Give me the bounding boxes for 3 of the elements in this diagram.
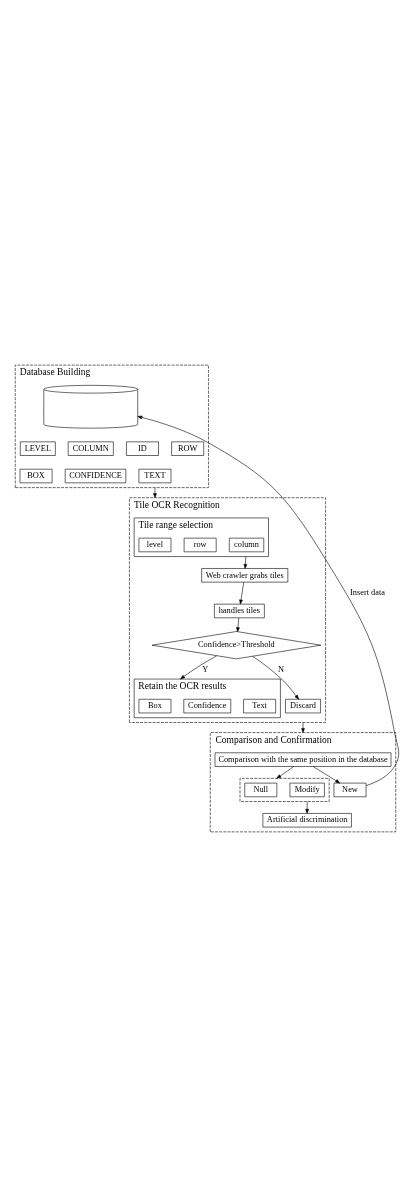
edge-label: Y [202, 664, 209, 674]
edge-label: N [278, 664, 285, 674]
edge-label: Insert data [350, 587, 385, 597]
